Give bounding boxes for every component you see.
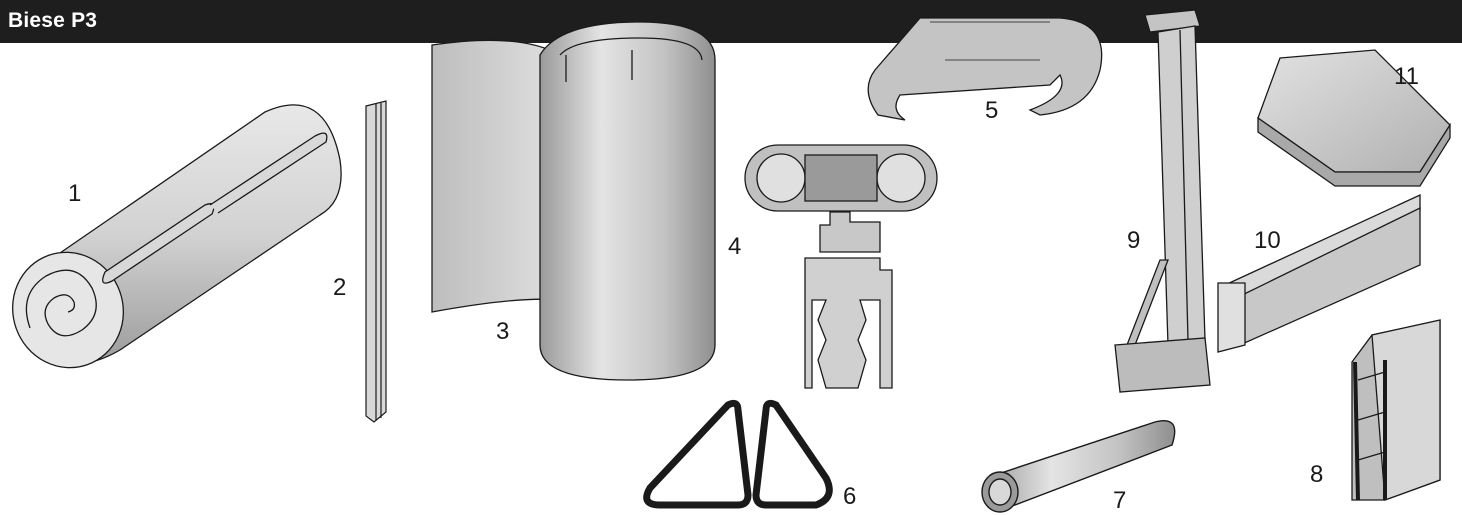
triangle-profile-icon: [643, 399, 833, 509]
top-cap-icon: [867, 17, 1103, 121]
part-number-6: 6: [843, 483, 857, 510]
part-number-1: 1: [68, 180, 82, 207]
part-number-2: 2: [333, 274, 347, 301]
tube-icon: [981, 420, 1176, 513]
part-number-10: 10: [1254, 227, 1281, 254]
u-edge-profile-icon: [1351, 319, 1441, 501]
base-plate-icon: [1257, 49, 1451, 187]
part-number-4: 4: [728, 233, 742, 260]
part-number-3: 3: [496, 318, 510, 345]
vertical-support-post-icon: [1114, 9, 1211, 393]
part-number-9: 9: [1127, 227, 1141, 254]
header-bar: Biese P3: [0, 0, 1462, 43]
page-title: Biese P3: [8, 9, 98, 32]
part-number-11: 11: [1394, 63, 1419, 90]
part-number-5: 5: [985, 97, 999, 124]
part-number-8: 8: [1310, 461, 1324, 488]
liner-sheet-roll-icon: [431, 21, 716, 381]
part-number-7: 7: [1113, 487, 1127, 514]
steel-beam-icon: [1217, 193, 1421, 353]
coping-profile-icon: [744, 144, 938, 389]
insulation-roll-icon: [11, 104, 342, 369]
h-profile-strip-icon: [365, 100, 387, 423]
